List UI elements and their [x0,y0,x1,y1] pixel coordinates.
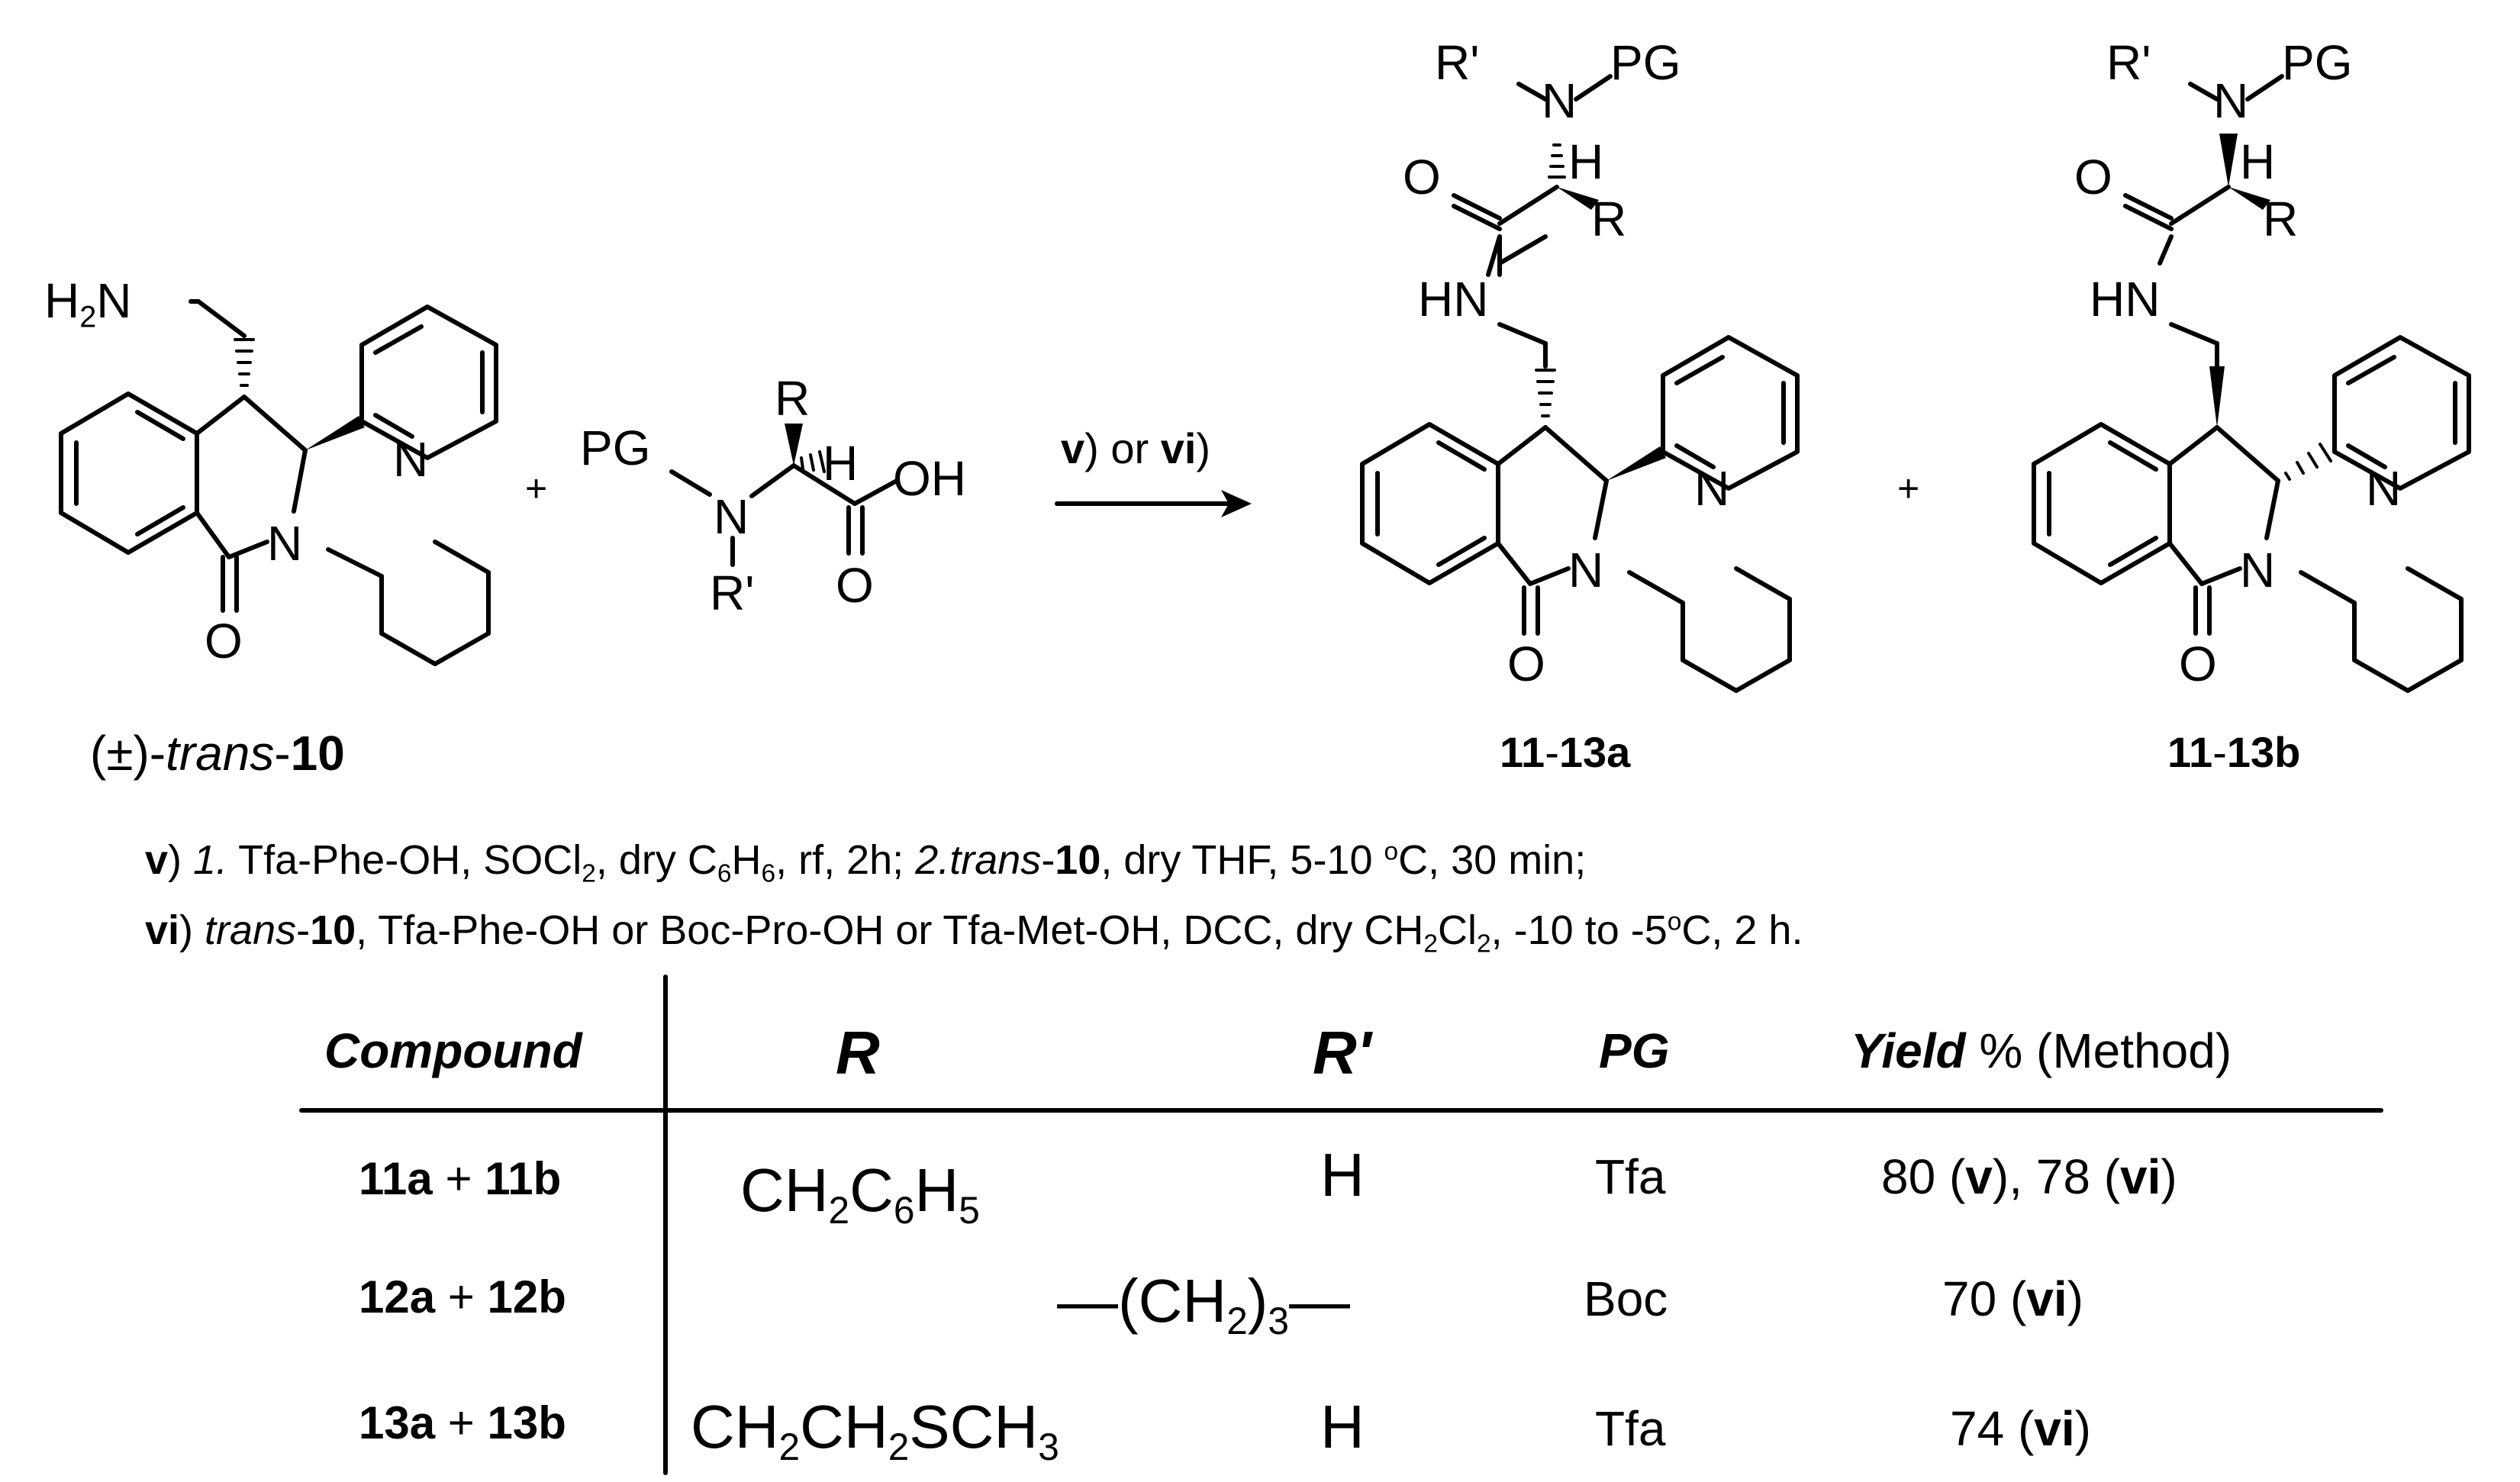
header-r: R [836,1019,880,1087]
product-a-h: H [1568,134,1604,189]
product-b-o: O [2074,150,2112,205]
reactant-10-structure [59,299,498,666]
header-pg: PG [1599,1023,1670,1078]
header-yield: Yield % (Method) [1851,1023,2232,1078]
product-b-pg: PG [2282,35,2353,90]
product-b-h: H [2240,134,2276,189]
alpha-h-label: H [823,436,859,491]
row2-bridge: —(CH2)3— [1057,1267,1351,1342]
row1-compound: 11a + 11b [359,1153,562,1204]
product-a-pg: PG [1610,35,1681,90]
header-r-prime: R' [1313,1019,1371,1087]
product-b-caption: 11-13b [2167,728,2301,776]
product-a-r-prime: R' [1435,35,1480,90]
product-a-structure [1360,74,1800,693]
product-a-carbonyl-o: O [1507,636,1545,691]
product-a-o: O [1403,150,1441,205]
row1-r: CH2C6H5 [740,1156,980,1232]
product-a-r: R [1591,192,1627,246]
reaction-arrow [1055,490,1252,517]
row3-compound: 13a + 13b [359,1397,566,1448]
product-b-carbonyl-o: O [2179,636,2217,691]
product-a-amide-n: N [1542,73,1577,128]
row2-pg: Boc [1584,1271,1668,1326]
table-rules [299,975,2383,1475]
reactant-10-caption: (±)-trans-10 [90,726,345,781]
product-b-r: R [2263,192,2299,246]
r-label: R [775,371,810,426]
row2-yield: 70 (vi) [1942,1271,2083,1326]
product-a-lactam-n: N [1568,543,1604,598]
product-b-lactam-n: N [2240,543,2276,598]
row1-r-prime: H [1320,1141,1365,1209]
header-compound: Compound [324,1023,582,1078]
arrow-conditions: v) or vi) [1061,424,1211,472]
r-prime-label: R' [710,565,755,620]
acid-o-label: O [836,558,874,613]
product-b-pyridine-n: N [2366,461,2402,516]
oh-label: OH [893,451,966,506]
row3-r-prime: H [1320,1393,1365,1461]
product-a-hn: HN [1418,272,1489,327]
amine-label: H2N [44,273,132,334]
row3-r: CH2CH2SCH3 [691,1393,1059,1468]
plus-sign-1: + [525,467,548,510]
product-b-r-prime: R' [2106,35,2151,90]
pyridine-n-label: N [393,432,429,487]
row1-yield: 80 (v), 78 (vi) [1881,1149,2177,1204]
product-b-hn: HN [2090,272,2161,327]
conditions-vi: vi) trans-10, Tfa-Phe-OH or Boc-Pro-OH o… [145,907,1803,958]
product-b-amide-n: N [2213,73,2249,128]
conditions-v: v) 1. Tfa-Phe-OH, SOCl2, dry C6H6, rf, 2… [145,837,1587,888]
row3-yield: 74 (vi) [1950,1401,2091,1456]
row2-compound: 12a + 12b [359,1271,566,1323]
carbonyl-o-label: O [205,614,243,669]
row1-pg: Tfa [1595,1149,1666,1204]
product-a-caption: 11-13a [1500,728,1631,776]
plus-sign-2: + [1897,467,1920,510]
pg-label: PG [580,420,651,475]
product-a-pyridine-n: N [1694,461,1730,516]
row3-pg: Tfa [1595,1401,1666,1456]
product-b-structure [2032,74,2471,693]
amino-acid-structure [669,424,899,567]
lactam-n-label: N [267,516,303,571]
aa-n-label: N [714,489,749,544]
